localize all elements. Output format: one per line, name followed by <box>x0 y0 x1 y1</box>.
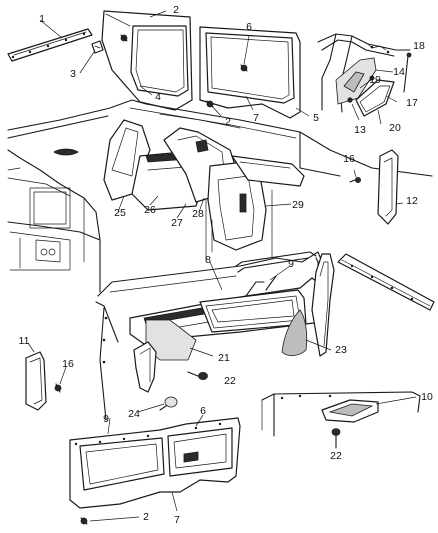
upper-quarter-trim-panel-right <box>199 26 301 119</box>
lower-quarter-trim-panel <box>69 417 241 509</box>
screw-part <box>349 176 361 183</box>
callout-label: 21 <box>218 352 230 364</box>
body-floor-view <box>261 391 421 437</box>
clip-part <box>91 40 104 54</box>
callout-label: 10 <box>421 391 433 403</box>
callout-label: 3 <box>70 68 76 80</box>
callout-label: 23 <box>335 344 347 356</box>
leader-lines <box>27 10 417 522</box>
callout-label: 2 <box>173 4 179 16</box>
callout-label: 13 <box>354 124 366 136</box>
vehicle-interior-view <box>7 99 433 293</box>
callout-label: 24 <box>128 408 140 420</box>
callout-label: 27 <box>171 217 183 229</box>
bolt-part <box>187 371 208 380</box>
quarter-trim-assembly <box>95 251 335 421</box>
callout-labels: 1 2 3 4 5 6 7 2 18 14 19 17 13 20 16 12 … <box>19 4 433 526</box>
callout-label: 16 <box>62 358 74 370</box>
callout-label: 25 <box>114 207 126 219</box>
callout-label: 6 <box>200 405 206 417</box>
callout-label: 18 <box>413 40 425 52</box>
roof-rail-strip-part <box>337 253 435 311</box>
callout-label: 29 <box>292 199 304 211</box>
pillar-cover-part <box>377 149 399 225</box>
callout-label: 7 <box>174 514 180 526</box>
callout-label: 20 <box>389 122 401 134</box>
callout-label: 9 <box>288 258 294 270</box>
pillar-cover-part <box>25 351 47 411</box>
storage-bin-bracket-part <box>321 399 379 423</box>
callout-label: 8 <box>205 254 211 266</box>
screw-part <box>120 34 128 42</box>
callout-label: 22 <box>330 450 342 462</box>
callout-label: 12 <box>406 195 418 207</box>
callout-label: 11 <box>19 335 30 347</box>
callout-label: 7 <box>253 112 259 124</box>
callout-label: 2 <box>143 511 149 523</box>
callout-label: 16 <box>343 153 355 165</box>
callout-label: 26 <box>144 204 156 216</box>
callout-label: 1 <box>39 13 45 25</box>
cover-part <box>281 309 308 356</box>
callout-label: 5 <box>313 112 319 124</box>
support-bracket-part <box>133 341 157 393</box>
callout-label: 14 <box>393 66 405 78</box>
screw-part <box>240 64 248 72</box>
callout-label: 9 <box>103 413 109 425</box>
callout-label: 22 <box>224 375 236 387</box>
upper-quarter-trim-panel-left <box>101 10 193 111</box>
callout-label: 2 <box>225 116 231 128</box>
screw-part <box>80 517 88 525</box>
pillar-trim-assembly <box>317 33 412 117</box>
screw-part <box>54 383 62 393</box>
callout-label: 17 <box>406 97 418 109</box>
callout-label: 28 <box>192 208 204 220</box>
callout-label: 6 <box>246 21 252 33</box>
callout-label: 19 <box>369 74 381 86</box>
bolt-part <box>331 428 341 449</box>
trim-strip-part <box>7 28 93 62</box>
callout-label: 4 <box>155 91 161 103</box>
push-pin-part <box>159 396 178 411</box>
